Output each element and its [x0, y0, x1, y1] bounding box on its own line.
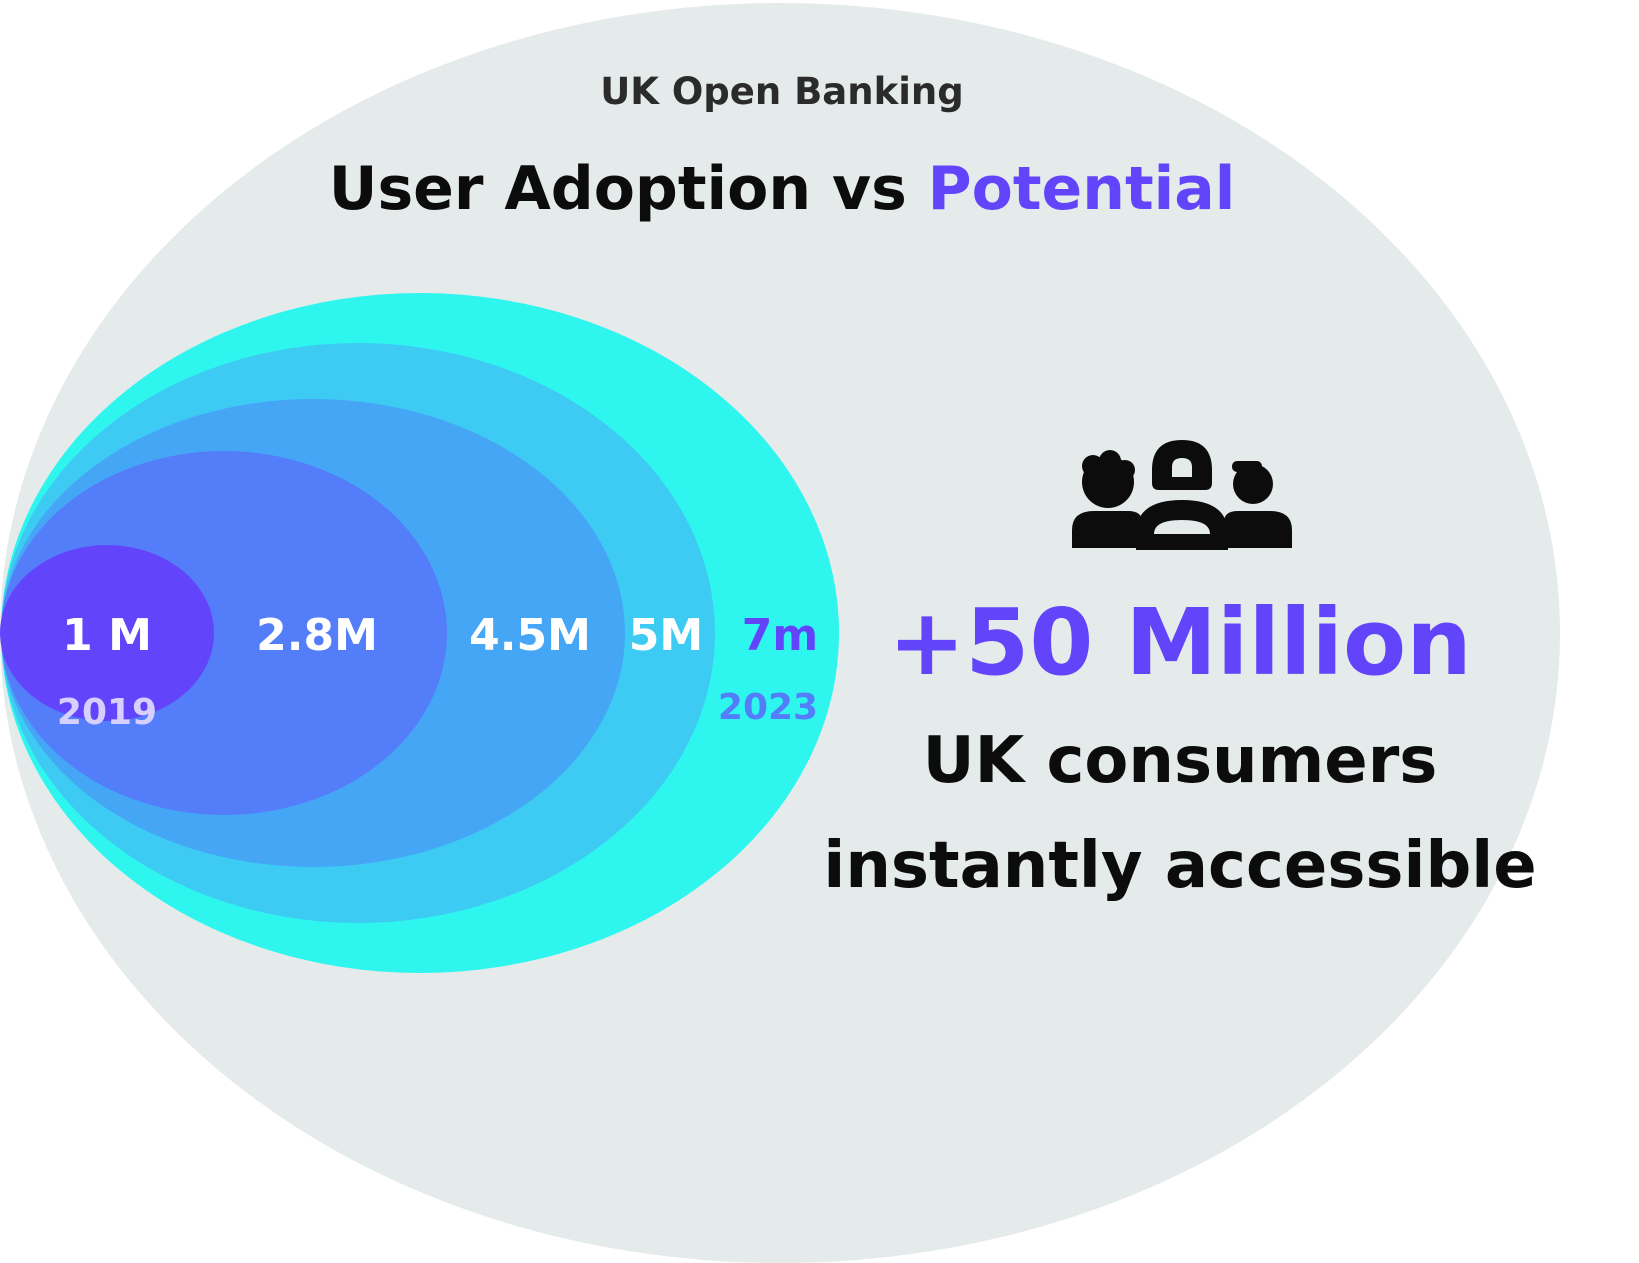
page-title: User Adoption vs Potential: [329, 154, 1236, 224]
potential-line-2: instantly accessible: [823, 829, 1536, 903]
title-part-1: User Adoption vs: [329, 154, 928, 224]
adoption-ellipse-2-8m: [1, 451, 447, 815]
value-label-1m: 1 M: [62, 610, 152, 661]
adoption-ellipse-2019: [0, 545, 214, 721]
potential-line-1: UK consumers: [923, 724, 1438, 798]
value-label-5m: 5M: [629, 610, 703, 661]
value-label-7m: 7m: [742, 610, 818, 661]
value-label-4-5m: 4.5M: [469, 610, 591, 661]
year-label-2023: 2023: [718, 687, 818, 728]
year-label-2019: 2019: [57, 692, 157, 733]
value-label-2-8m: 2.8M: [256, 610, 378, 661]
supertitle: UK Open Banking: [600, 70, 963, 113]
title-part-2: Potential: [928, 154, 1236, 224]
potential-headline: +50 Million: [888, 589, 1472, 696]
user-group-icon: [1072, 440, 1292, 550]
